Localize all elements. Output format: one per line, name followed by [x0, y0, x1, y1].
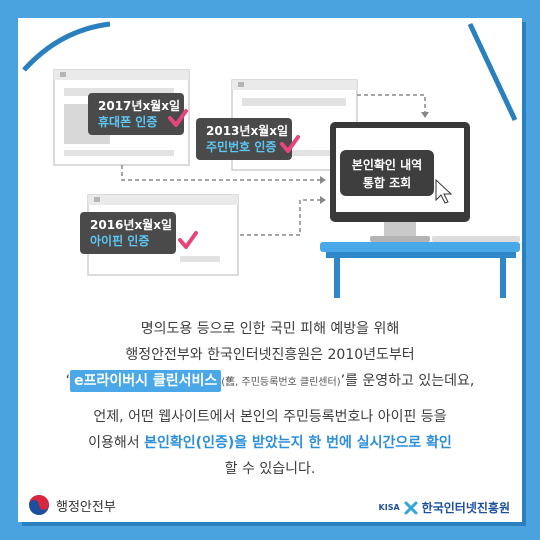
auth-label-2 [196, 118, 300, 160]
former-name-note: (舊, 주민등록번호 클린센터) [221, 377, 341, 388]
service-name-highlight: e프라이버시 클린서비스 [70, 370, 222, 392]
keyboard [432, 236, 520, 242]
arrow-heads [320, 112, 429, 204]
check-icon [178, 231, 198, 249]
label-2-type: 주민번호 인증 [206, 139, 276, 154]
kisa-abbr: KISA [378, 503, 400, 512]
label-3-date: 2016년x월x일 [90, 217, 172, 232]
label-3-type: 아이핀 인증 [90, 233, 149, 248]
check-icon [280, 135, 300, 153]
body-line-3-rest: ’를 운영하고 있는데요, [340, 373, 475, 389]
auth-label-3 [80, 212, 198, 254]
illustration: 2017년x월x일 휴대폰 인증 2013년x월x일 주민번호 인증 2016년… [22, 21, 520, 298]
agency-name: 한국인터넷진흥원 [421, 501, 510, 515]
quote-open: ‘ [65, 373, 71, 389]
monitor-line-1: 본인확인 내역 [352, 157, 422, 172]
desk [320, 236, 520, 298]
body-line-5: 이용해서 본인확인(인증)을 받았는지 한 번에 실시간으로 확인 [0, 430, 540, 456]
body-line-5-prefix: 이용해서 [88, 435, 145, 451]
decor-curve-left [22, 21, 111, 72]
check-icon [168, 109, 188, 127]
connector-arrows [121, 94, 426, 236]
body-line-2: 행정안전부와 한국인터넷진흥원은 2010년도부터 [125, 347, 415, 363]
taegeuk-emblem-icon [29, 495, 49, 515]
body-line-6: 할 수 있습니다. [224, 461, 316, 477]
auth-label-1 [88, 93, 188, 135]
kisa-mark-icon [404, 501, 418, 514]
monitor-line-2: 통합 조회 [363, 175, 411, 190]
label-1-type: 휴대폰 인증 [98, 114, 157, 129]
body-line-4: 언제, 어떤 웹사이트에서 본인의 주민등록번호나 아이핀 등을 [93, 409, 447, 425]
verification-highlight: 본인확인(인증)을 받았는지 한 번에 실시간으로 확인 [144, 435, 452, 451]
body-line-1: 명의도용 등으로 인한 국민 피해 예방을 위해 [140, 321, 400, 337]
label-2-date: 2013년x월x일 [206, 123, 288, 138]
decor-curve-right [467, 22, 518, 122]
label-1-date: 2017년x월x일 [98, 98, 180, 113]
body-line-3: ‘e프라이버시 클린서비스(舊, 주민등록번호 클린센터)’를 운영하고 있는데… [0, 368, 540, 396]
monitor-popup [340, 150, 453, 204]
ministry-logo: 행정안전부 [28, 494, 116, 516]
body-text: 명의도용 등으로 인한 국민 피해 예방을 위해 행정안전부와 한국인터넷진흥원… [0, 316, 540, 482]
kisa-logo: KISA 한국인터넷진흥원 [379, 499, 510, 516]
ministry-name: 행정안전부 [56, 499, 116, 515]
cursor-icon [435, 178, 453, 204]
